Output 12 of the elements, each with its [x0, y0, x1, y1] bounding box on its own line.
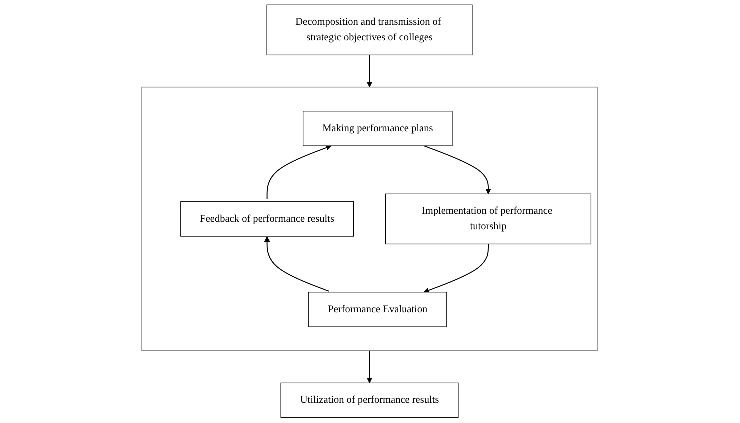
arrow — [367, 350, 373, 384]
arrow — [424, 244, 490, 294]
arrow — [367, 54, 373, 88]
arrow — [264, 236, 330, 292]
arrow — [424, 146, 492, 194]
arrow — [267, 145, 332, 200]
process-box: Making performance plans — [303, 111, 454, 146]
process-box: Performance Evaluation — [308, 292, 448, 328]
process-box: Utilization of performance results — [280, 382, 459, 418]
process-box: Implementation of performance tutorship — [386, 194, 592, 245]
process-box: Feedback of performance results — [180, 202, 354, 237]
process-box: Decomposition and transmission of strategic objectives of colleges — [266, 4, 473, 56]
